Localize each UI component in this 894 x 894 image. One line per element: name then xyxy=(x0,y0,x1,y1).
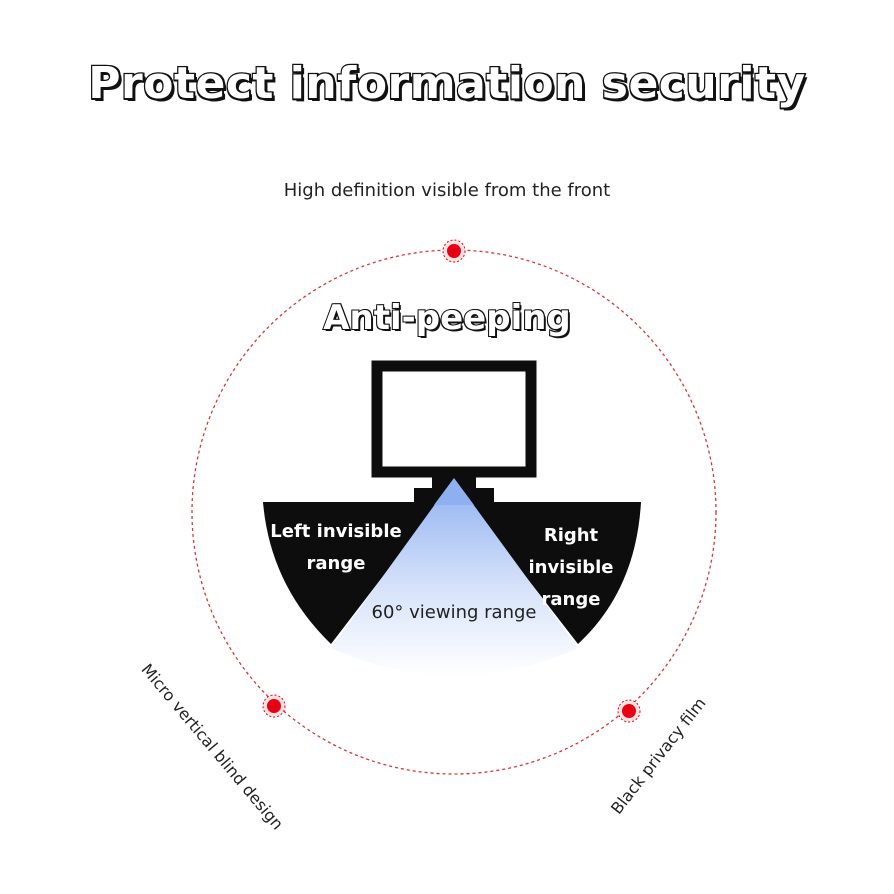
left-invisible-zone xyxy=(263,502,440,644)
dashed-ring xyxy=(191,249,717,775)
viewing-range-label: 60° viewing range xyxy=(371,602,537,623)
left-zone-line1: Left invisible xyxy=(270,521,402,542)
left-zone-label: Left invisible range xyxy=(268,516,404,580)
red-dot-marker xyxy=(262,694,286,718)
right-zone-line2: range xyxy=(541,589,601,610)
viewing-cone xyxy=(331,478,578,676)
right-zone-line1: Right invisible xyxy=(528,525,614,578)
left-zone-line2: range xyxy=(306,553,366,574)
cone-tip xyxy=(434,478,474,505)
red-dot-marker xyxy=(617,699,641,723)
anti-peeping-title: Anti-peeping xyxy=(322,297,572,339)
right-zone-label: Right invisible range xyxy=(500,520,642,616)
page-title: Protect information security xyxy=(87,57,806,111)
right-invisible-zone xyxy=(468,502,641,644)
front-visibility-caption: High definition visible from the front xyxy=(283,180,611,201)
red-dot-marker xyxy=(442,239,466,263)
